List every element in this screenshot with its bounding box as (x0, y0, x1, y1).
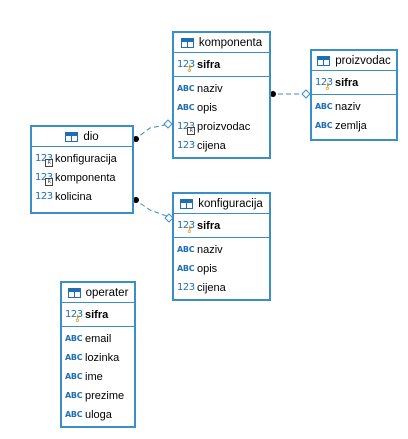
entity-header[interactable]: dio (32, 127, 132, 147)
column-row[interactable]: ABC zemlja (312, 116, 396, 135)
table-icon (180, 198, 194, 209)
entity-title: dio (83, 130, 99, 143)
column-row[interactable]: ABC naziv (312, 97, 396, 116)
number-key-icon: 123⚷ (177, 220, 195, 235)
table-icon (65, 131, 79, 142)
column-row[interactable]: 123⚷ sifra (62, 305, 134, 325)
column-row[interactable]: 123 kolicina (32, 187, 132, 206)
relationship-end-dot (270, 91, 276, 97)
number-type-icon: 123 (177, 140, 195, 151)
relationship-end-diamond (163, 119, 173, 129)
column-name: komponenta (55, 171, 116, 184)
entity-konfiguracija[interactable]: konfiguracija 123⚷ sifra ABC naziv ABC o… (172, 192, 271, 301)
entity-proizvodac[interactable]: proizvodac 123⚷ sifra ABC naziv ABC zeml… (310, 49, 398, 141)
entity-komponenta[interactable]: komponenta 123⚷ sifra ABC naziv ABC opis… (172, 31, 271, 159)
text-type-icon: ABC (65, 391, 83, 400)
number-type-icon: 123 (35, 191, 53, 202)
text-type-icon: ABC (65, 334, 83, 343)
column-row[interactable]: 123⚷ sifra (174, 216, 269, 236)
column-row[interactable]: ABC naziv (174, 240, 269, 259)
table-icon (317, 55, 331, 66)
table-icon (180, 37, 194, 48)
column-name: opis (197, 262, 218, 275)
columns-section: ABC email ABC lozinka ABC ime ABC prezim… (62, 327, 134, 426)
number-key-icon: 123⚷ (65, 309, 83, 324)
column-row[interactable]: 123 cijena (174, 278, 269, 297)
relationship-end-dot (133, 136, 139, 142)
pk-section: 123⚷ sifra (312, 71, 396, 95)
columns-section: ABC naziv ABC zemlja (312, 95, 396, 137)
column-row[interactable]: ABC email (62, 329, 134, 348)
column-name: sifra (85, 308, 109, 321)
number-key-icon: 123⚷ (315, 77, 333, 92)
column-row[interactable]: ABC uloga (62, 405, 134, 424)
column-name: ime (85, 370, 103, 383)
number-type-icon: 123 (177, 282, 195, 293)
text-type-icon: ABC (177, 103, 195, 112)
text-type-icon: ABC (177, 264, 195, 273)
column-row[interactable]: 123⚷ sifra (174, 55, 269, 75)
column-name: zemlja (335, 119, 367, 132)
column-name: naziv (197, 82, 223, 95)
column-name: lozinka (85, 351, 120, 364)
column-row[interactable]: ABC naziv (174, 79, 269, 98)
column-name: sifra (335, 76, 359, 89)
entity-title: proizvodac (335, 54, 391, 67)
columns-section: ABC naziv ABC opis 123 cijena (174, 238, 269, 299)
pk-section: 123⚷ sifra (62, 303, 134, 327)
column-row[interactable]: ABC opis (174, 98, 269, 117)
column-row[interactable]: ABC prezime (62, 386, 134, 405)
entity-title: konfiguracija (198, 197, 263, 210)
entity-title: komponenta (198, 36, 263, 49)
text-type-icon: ABC (65, 372, 83, 381)
text-type-icon: ABC (177, 84, 195, 93)
entity-title: operater (85, 286, 129, 299)
relationship-end-diamond (301, 89, 311, 99)
column-name: proizvodac (197, 120, 251, 133)
pk-section: 123⚷ sifra (174, 214, 269, 238)
text-type-icon: ABC (65, 353, 83, 362)
column-name: naziv (335, 100, 361, 113)
column-row[interactable]: 123 cijena (174, 136, 269, 155)
table-icon (67, 287, 81, 298)
entity-header[interactable]: komponenta (174, 33, 269, 53)
entity-header[interactable]: proizvodac (312, 51, 396, 71)
column-name: konfiguracija (55, 152, 117, 165)
column-name: uloga (85, 408, 112, 421)
text-type-icon: ABC (315, 102, 333, 111)
number-key-icon: 123⚷ (177, 59, 195, 74)
column-row[interactable]: ABC ime (62, 367, 134, 386)
column-row[interactable]: ABC lozinka (62, 348, 134, 367)
column-name: kolicina (55, 190, 92, 203)
column-name: cijena (197, 281, 226, 294)
column-row[interactable]: ABC opis (174, 259, 269, 278)
entity-header[interactable]: konfiguracija (174, 194, 269, 214)
pk-section: 123⚷ sifra (174, 53, 269, 77)
text-type-icon: ABC (315, 121, 333, 130)
column-name: prezime (85, 389, 125, 402)
column-row[interactable]: 123⚷ sifra (312, 73, 396, 93)
column-name: cijena (197, 139, 226, 152)
column-name: email (85, 332, 112, 345)
column-name: opis (197, 101, 218, 114)
entity-header[interactable]: operater (62, 283, 134, 303)
text-type-icon: ABC (65, 410, 83, 419)
column-name: sifra (197, 58, 221, 71)
column-name: sifra (197, 219, 221, 232)
entity-operater[interactable]: operater 123⚷ sifra ABC email ABC lozink… (60, 281, 136, 428)
relationship-end-dot (133, 197, 139, 203)
text-type-icon: ABC (177, 245, 195, 254)
column-name: naziv (197, 243, 223, 256)
